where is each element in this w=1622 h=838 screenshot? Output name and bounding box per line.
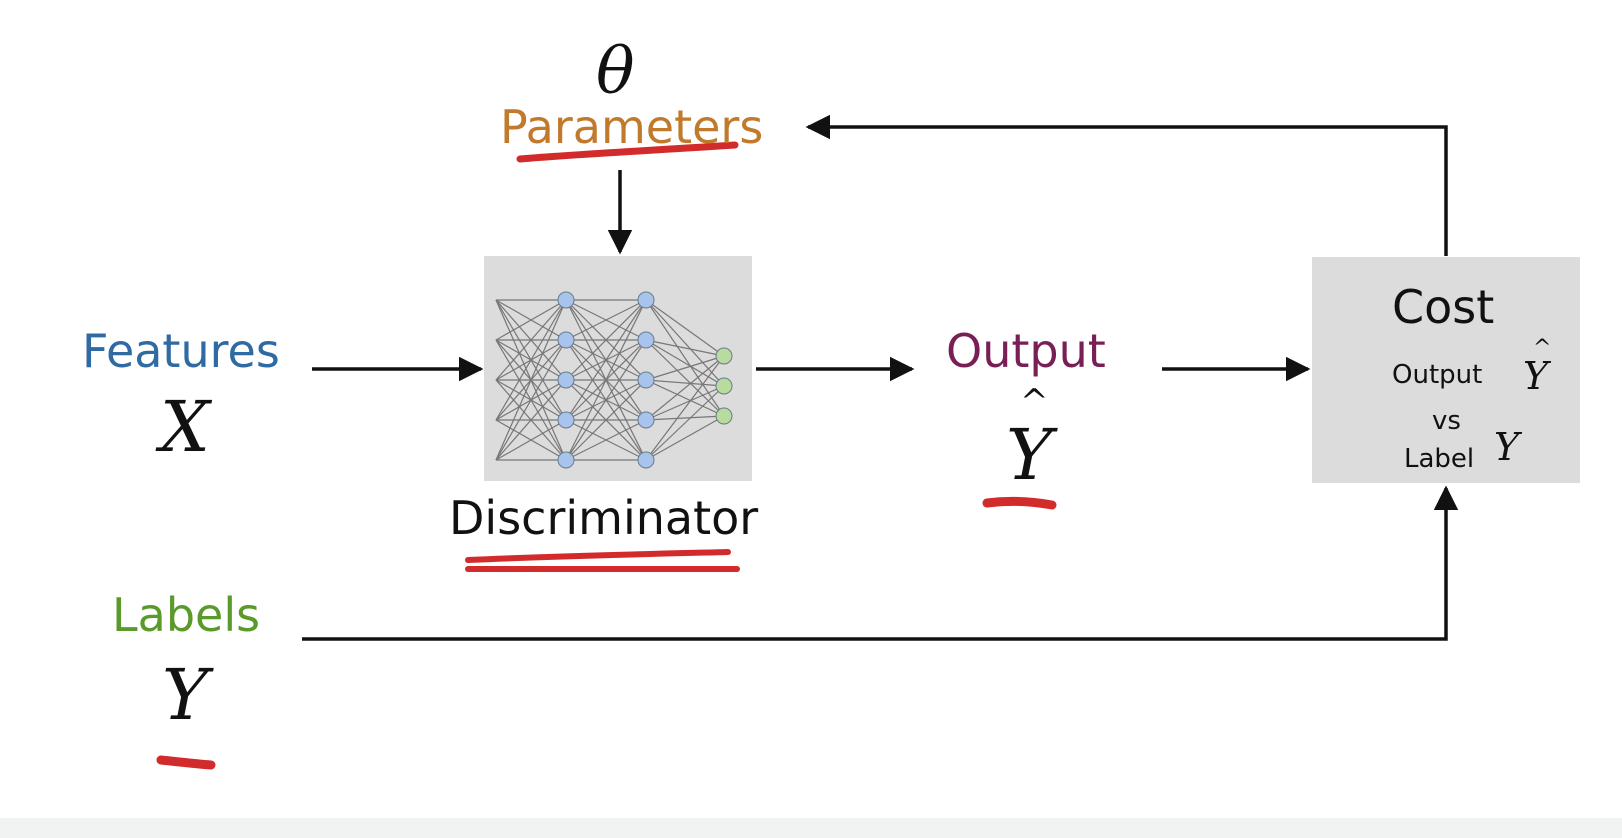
x-symbol: X (160, 386, 210, 468)
nn-edge (495, 299, 567, 341)
labels-to-cost-arrow (302, 485, 1459, 641)
nn-edge (645, 355, 725, 381)
nn-edge (565, 299, 647, 421)
nn-node (557, 371, 575, 389)
output-underline-mark (982, 496, 1057, 510)
nn-edge (565, 339, 647, 461)
nn-node (637, 411, 655, 429)
parameters-underline-mark (516, 141, 739, 163)
nn-edge (495, 299, 567, 421)
labels-underline-mark (156, 755, 216, 770)
nn-edge (645, 385, 725, 421)
nn-edge (645, 379, 725, 417)
nn-node (557, 331, 575, 349)
cost-vs-text: vs (1432, 406, 1461, 436)
labels-label: Labels (112, 588, 261, 642)
nn-node (557, 411, 575, 429)
nn-node (715, 407, 733, 425)
nn-edge (645, 339, 725, 417)
nn-edge (645, 299, 725, 357)
nn-node (637, 331, 655, 349)
bottom-strip (0, 818, 1622, 838)
cost-title: Cost (1392, 280, 1495, 334)
nn-node (637, 371, 655, 389)
y-hat-symbol: Y (1006, 414, 1053, 496)
discriminator-underline-mark-1 (465, 549, 731, 563)
nn-edge (565, 299, 647, 461)
nn-edge (645, 385, 725, 461)
nn-node (637, 451, 655, 469)
nn-edge (645, 299, 725, 387)
nn-edge (645, 299, 725, 417)
y-hat-caret: ^ (1020, 382, 1049, 422)
features-label: Features (82, 324, 280, 378)
nn-edge (495, 379, 567, 461)
cost-output-text: Output (1392, 360, 1483, 390)
nn-edge (495, 339, 567, 461)
cost-y-hat-caret: ^ (1533, 336, 1552, 361)
nn-edge (565, 299, 647, 381)
nn-edge (495, 299, 567, 381)
nn-node (557, 451, 575, 469)
nn-edge (495, 419, 567, 461)
nn-node (715, 347, 733, 365)
nn-edge (565, 379, 647, 461)
output-label: Output (946, 324, 1106, 378)
discriminator-network-image (484, 256, 752, 481)
nn-edge (645, 415, 725, 461)
y-symbol: Y (162, 654, 209, 736)
nn-edge (645, 415, 725, 421)
neural-network-icon (495, 291, 733, 469)
nn-edge (565, 419, 647, 461)
parameters-label: Parameters (500, 100, 764, 154)
nn-edge (565, 299, 647, 341)
cost-box (1312, 257, 1580, 483)
nn-edge (645, 339, 725, 387)
nn-edge (495, 299, 567, 461)
nn-node (637, 291, 655, 309)
discriminator-label: Discriminator (449, 491, 759, 545)
nn-edge (645, 339, 725, 357)
nn-edge (645, 355, 725, 461)
nn-node (715, 377, 733, 395)
cost-y-symbol: Y (1494, 425, 1520, 469)
nn-edge (645, 379, 725, 387)
nn-edge (645, 355, 725, 421)
theta-symbol: θ (596, 35, 635, 109)
cost-y-hat-symbol: Y (1523, 354, 1549, 398)
cost-to-parameters-arrow (805, 114, 1448, 256)
nn-node (557, 291, 575, 309)
cost-label-text: Label (1404, 444, 1475, 474)
